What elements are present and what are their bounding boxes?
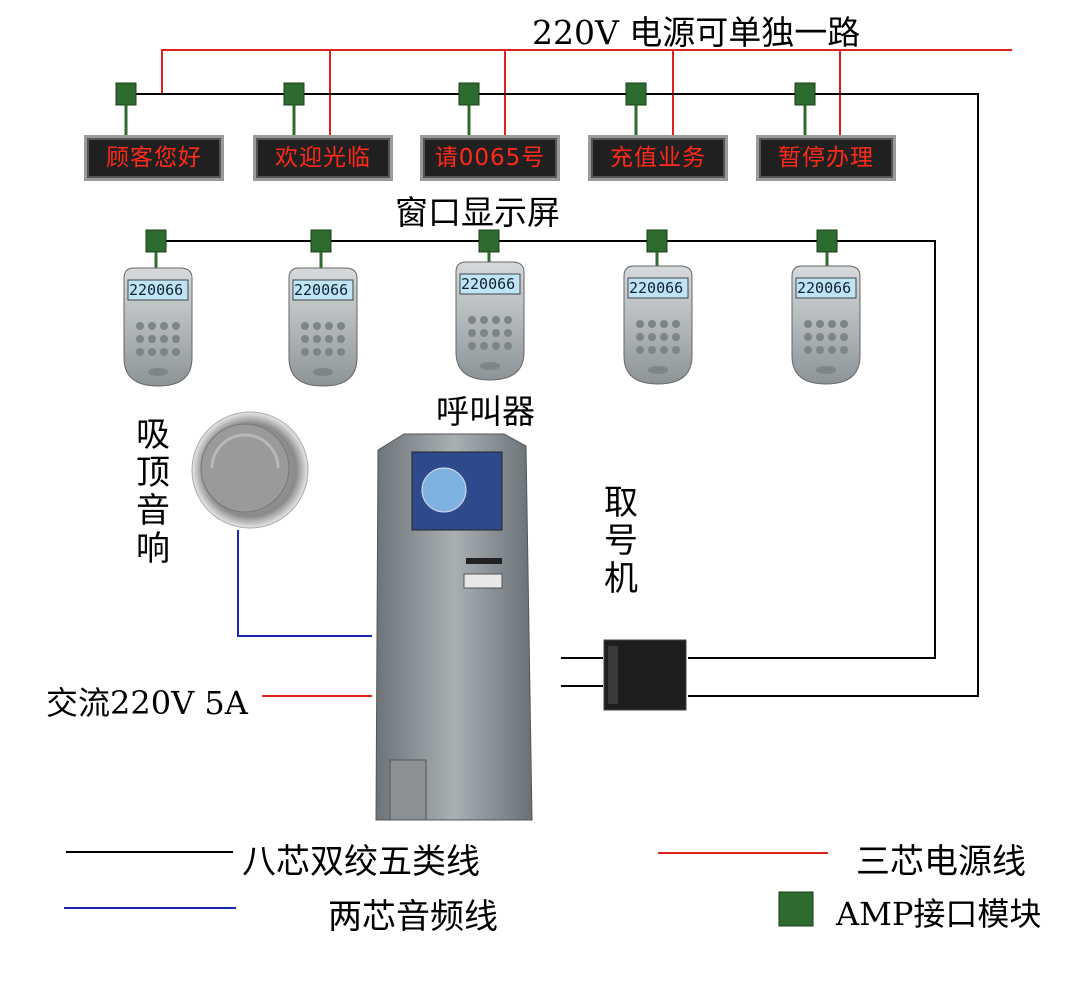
caller-display-1: 220066 — [129, 281, 184, 299]
window-display-2: 欢迎光临 — [253, 135, 393, 181]
window-display-5: 暂停办理 — [756, 135, 896, 181]
connector-module — [603, 639, 687, 711]
legend-amp-label: AMP接口模块 — [836, 895, 1042, 933]
window-display-3: 请0065号 — [420, 135, 560, 181]
caller-display-4: 220066 — [629, 279, 684, 297]
amp-modules-top — [115, 82, 816, 137]
caller-display-5: 220066 — [797, 279, 852, 297]
window-display-4: 充值业务 — [588, 135, 728, 181]
ticket-kiosk — [375, 433, 533, 821]
power-line-label: 220V 电源可单独一路 — [532, 13, 861, 52]
ticket-machine-label: 取号机 — [604, 483, 638, 599]
speaker-label: 吸顶音响 — [136, 415, 170, 569]
legend-power3-label: 三芯电源线 — [856, 842, 1026, 882]
caller-display-3: 220066 — [461, 275, 516, 293]
legend-amp-swatch — [778, 891, 814, 927]
amp-modules-callers — [145, 229, 838, 270]
audio-line — [64, 530, 372, 909]
ceiling-speaker — [191, 411, 309, 529]
legend-audio2-label: 两芯音频线 — [328, 897, 498, 937]
caller-label: 呼叫器 — [436, 392, 535, 431]
caller-keypads — [123, 261, 861, 387]
data-line — [66, 93, 979, 853]
ac-power-label: 交流220V 5A — [46, 684, 248, 722]
window-display-label: 窗口显示屏 — [395, 193, 560, 232]
legend-cat5-label: 八芯双绞五类线 — [242, 842, 480, 882]
window-display-1: 顾客您好 — [84, 135, 224, 181]
caller-display-2: 220066 — [294, 281, 349, 299]
